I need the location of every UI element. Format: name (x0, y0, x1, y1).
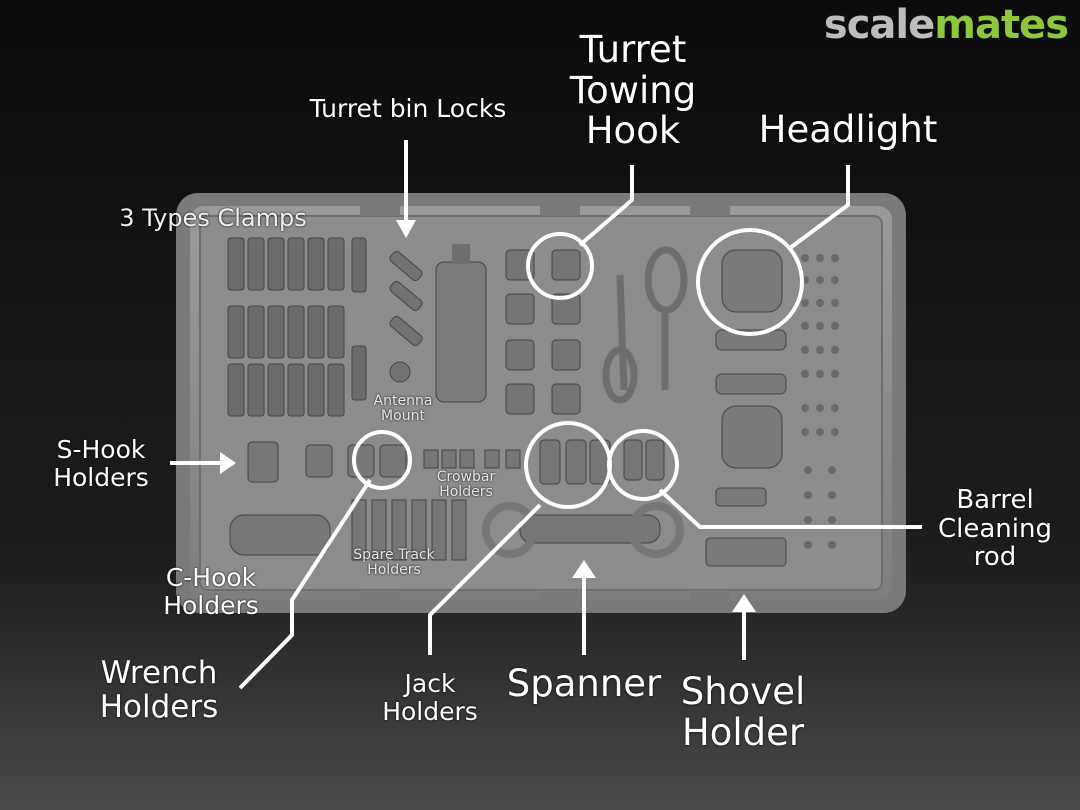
label-headlight: Headlight (758, 108, 938, 151)
label-spare-track-holders: Spare Track Holders (353, 547, 435, 579)
annotation-circles (352, 228, 804, 509)
wrench-holder-circle (352, 430, 412, 490)
towing-hook-circle (526, 232, 594, 300)
hinge-parts (505, 249, 581, 415)
shovel-arrow-head (732, 594, 756, 612)
lower-parts (229, 439, 684, 561)
barrel-rod-leader (658, 488, 922, 529)
label-turret-bin-locks: Turret bin Locks (309, 94, 507, 123)
annotation-lines (170, 140, 922, 690)
central-cylinder (435, 244, 487, 403)
bin-locks-arrow-head (396, 220, 416, 238)
rods-and-loops (602, 246, 688, 404)
label-c-hook-holders: C-Hook Holders (163, 563, 259, 620)
label-antenna-mount: Antenna Mount (373, 393, 433, 425)
label-crowbar-holders: Crowbar Holders (436, 469, 496, 501)
scalemates-logo: scalemates (823, 2, 1069, 48)
logo-part-1: scale (823, 2, 935, 48)
label-s-hook-holders: S-Hook Holders (53, 435, 149, 492)
label-wrench-holders: Wrench Holders (99, 655, 219, 726)
jack-holder-leader (428, 503, 542, 655)
barrel-rod-circle (607, 429, 679, 501)
label-turret-towing-hook: Turret Towing Hook (569, 28, 697, 153)
wrench-holder-leader (238, 478, 372, 690)
clamps-grid (227, 237, 367, 417)
logo-part-2: mates (934, 2, 1069, 48)
label-barrel-cleaning-rod: Barrel Cleaning rod (938, 485, 1052, 573)
spanner-arrow-head (572, 560, 596, 578)
s-hook-arrow-head (220, 452, 236, 474)
headlights (705, 249, 787, 567)
label-spanner: Spanner (506, 662, 662, 705)
headlight-circle (696, 228, 804, 336)
arrow-heads (220, 220, 756, 612)
label-jack-holders: Jack Holders (382, 669, 478, 726)
towing-hook-leader (578, 165, 634, 247)
headlight-leader (788, 165, 850, 250)
bin-locks (389, 250, 423, 383)
small-pegs (801, 254, 839, 549)
label-three-types-clamps: 3 Types Clamps (119, 204, 307, 232)
label-shovel-holder: Shovel Holder (680, 670, 806, 754)
